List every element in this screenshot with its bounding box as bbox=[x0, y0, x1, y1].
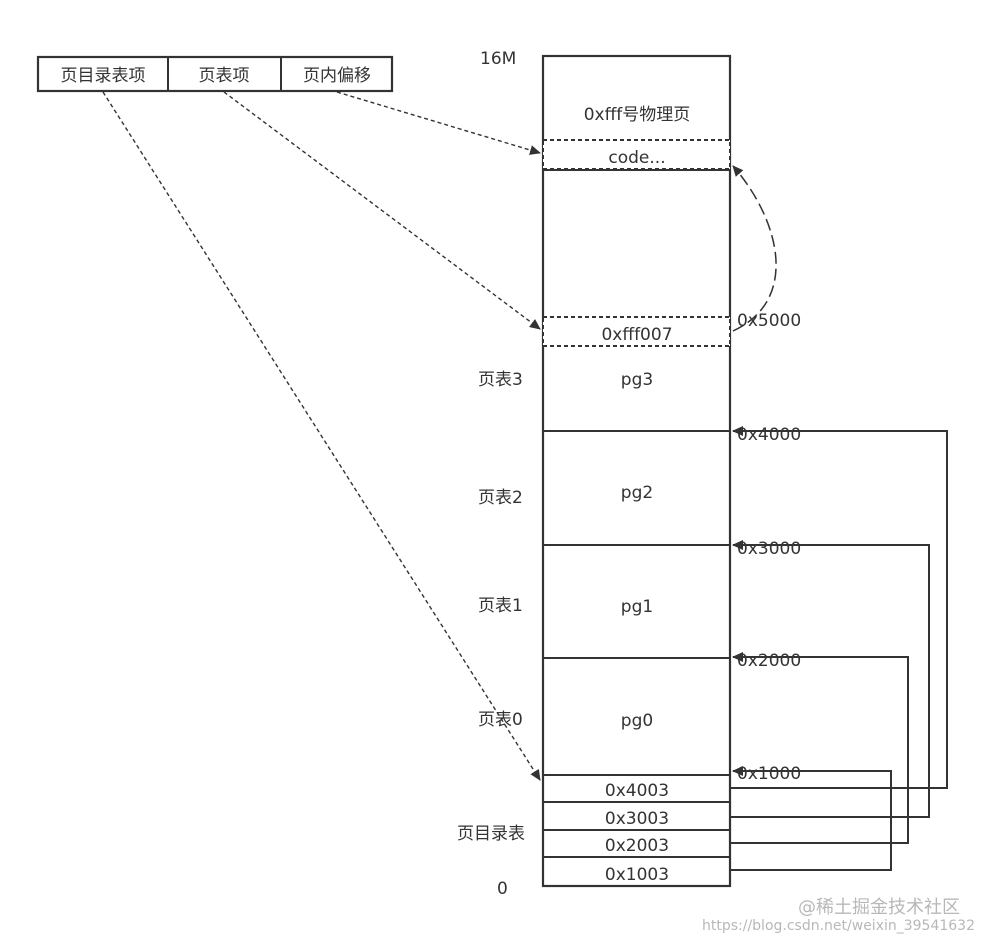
watermark-main: @稀土掘金技术社区 bbox=[798, 897, 960, 918]
side-label-pg3: 页表3 bbox=[478, 370, 523, 390]
side-label-pg0: 页表0 bbox=[478, 710, 523, 730]
physical-page-label: 0xfff号物理页 bbox=[584, 105, 691, 125]
field-dir-entry: 页目录表项 bbox=[61, 66, 146, 86]
dir-entry: 0x3003 bbox=[605, 809, 669, 829]
pg0-label: pg0 bbox=[621, 711, 653, 731]
addr-label-pg2: 0x3000 bbox=[737, 539, 801, 559]
memory-column: 0xfff号物理页 code... 0xfff007 pg3 pg2 pg1 p… bbox=[541, 54, 732, 888]
code-label: code... bbox=[608, 148, 665, 168]
dir-to-pg1-connector bbox=[731, 652, 909, 844]
dir-to-pg2-connector bbox=[731, 540, 930, 818]
dir-to-pg0-connector bbox=[731, 766, 892, 871]
pte-cell bbox=[542, 316, 731, 347]
addr-label-pg0: 0x1000 bbox=[737, 764, 801, 784]
pg1-label: pg1 bbox=[621, 597, 653, 617]
field-pte: 页表项 bbox=[199, 66, 250, 86]
memory-outline bbox=[541, 54, 732, 888]
pg3-label: pg3 bbox=[621, 370, 653, 390]
dir-to-pg3-connector bbox=[731, 426, 948, 789]
addr-label-pg1: 0x2000 bbox=[737, 651, 801, 671]
linear-address: 页目录表项 页表项 页内偏移 bbox=[36, 55, 394, 93]
dir-entry: 0x2003 bbox=[605, 836, 669, 856]
bottom-address-label: 0 bbox=[497, 879, 508, 899]
addr-label-pg3: 0x4000 bbox=[737, 425, 801, 445]
field-offset: 页内偏移 bbox=[303, 66, 371, 86]
watermark-url: https://blog.csdn.net/weixin_39541632 bbox=[702, 918, 975, 934]
dir-field-arrow bbox=[102, 91, 541, 781]
pte-addr-label: 0x5000 bbox=[737, 311, 801, 331]
offset-field-arrow bbox=[336, 91, 541, 155]
pg2-label: pg2 bbox=[621, 483, 653, 503]
dir-entry: 0x4003 bbox=[605, 781, 669, 801]
pte-value: 0xfff007 bbox=[601, 325, 672, 345]
top-address-label: 16M bbox=[480, 49, 516, 69]
linear-address-box bbox=[36, 55, 394, 93]
code-cell bbox=[542, 139, 731, 170]
side-label-pg2: 页表2 bbox=[478, 488, 523, 508]
dir-entry: 0x1003 bbox=[605, 865, 669, 885]
pte-field-arrow bbox=[223, 91, 541, 330]
side-label-pg1: 页表1 bbox=[478, 596, 523, 616]
pte-to-page-arrow bbox=[732, 165, 777, 332]
directory-label: 页目录表 bbox=[457, 824, 525, 844]
